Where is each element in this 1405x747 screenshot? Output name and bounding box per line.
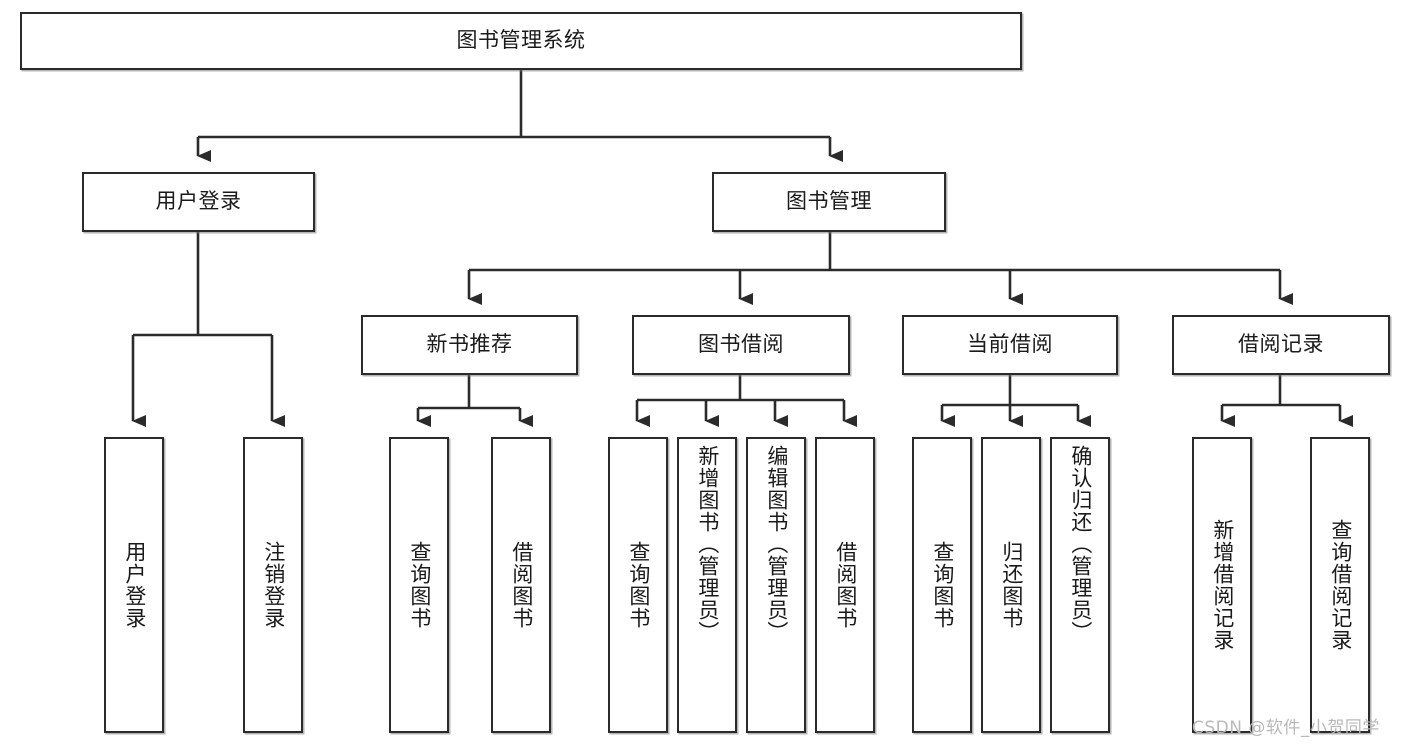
- node-user-login[interactable]: 用户登录: [82, 172, 315, 232]
- node-borrow-record[interactable]: 借阅记录: [1172, 315, 1390, 375]
- leaf-borrow-borrow-book[interactable]: 借阅图书: [815, 437, 875, 733]
- leaf-current-return-book[interactable]: 归还图书: [981, 437, 1041, 733]
- leaf-borrow-edit-book-admin[interactable]: 编辑图书（管理员）: [746, 437, 806, 733]
- leaf-borrow-add-book-admin[interactable]: 新增图书（管理员）: [677, 437, 737, 733]
- node-current-borrow[interactable]: 当前借阅: [902, 315, 1118, 375]
- node-book-borrow[interactable]: 图书借阅: [632, 315, 850, 375]
- node-root-system[interactable]: 图书管理系统: [20, 12, 1022, 70]
- node-book-management[interactable]: 图书管理: [712, 172, 946, 232]
- csdn-watermark: CSDN @软件_小贺同学: [1192, 718, 1380, 738]
- leaf-current-query-book[interactable]: 查询图书: [912, 437, 972, 733]
- leaf-record-add-record[interactable]: 新增借阅记录: [1192, 437, 1252, 733]
- leaf-user-login-login[interactable]: 用户登录: [104, 437, 164, 733]
- leaf-new-book-borrow[interactable]: 借阅图书: [491, 437, 551, 733]
- leaf-user-login-logout[interactable]: 注销登录: [243, 437, 303, 733]
- leaf-record-query-record[interactable]: 查询借阅记录: [1310, 437, 1370, 733]
- leaf-current-confirm-return-admin[interactable]: 确认归还（管理员）: [1050, 437, 1110, 733]
- leaf-borrow-query-book[interactable]: 查询图书: [608, 437, 668, 733]
- leaf-new-book-query[interactable]: 查询图书: [389, 437, 449, 733]
- node-new-book-recommend[interactable]: 新书推荐: [361, 315, 578, 375]
